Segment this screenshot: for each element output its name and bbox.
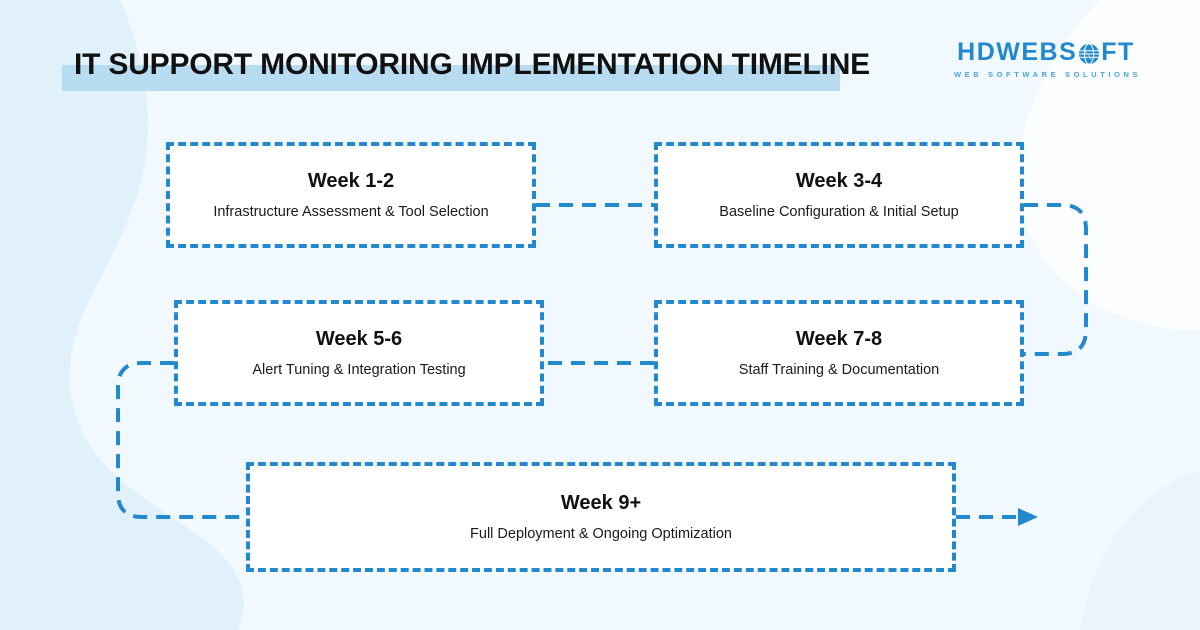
logo-wordmark: HDWEBS FT	[954, 40, 1138, 65]
timeline-step-period: Week 1-2	[307, 169, 395, 192]
logo-tagline: WEB SOFTWARE SOLUTIONS	[954, 70, 1142, 79]
timeline-step-3[interactable]: Week 5-6 Alert Tuning & Integration Test…	[174, 300, 544, 406]
timeline-step-1[interactable]: Week 1-2 Infrastructure Assessment & Too…	[166, 142, 536, 248]
timeline-step-5[interactable]: Week 9+ Full Deployment & Ongoing Optimi…	[246, 462, 956, 572]
timeline-step-period: Week 5-6	[315, 327, 403, 350]
logo-wordmark-part2: FT	[1101, 38, 1135, 66]
connector-step2-step4	[1024, 203, 1088, 356]
globe-icon	[1078, 42, 1100, 65]
title-text: IT SUPPORT MONITORING IMPLEMENTATION TIM…	[74, 48, 870, 81]
brand-logo: HDWEBS FT WEB SOFTWARE SOLUTIONS	[954, 40, 1142, 80]
timeline-step-period: Week 7-8	[795, 327, 883, 350]
title-highlight-band	[62, 65, 840, 91]
timeline-step-description: Full Deployment & Ongoing Optimization	[470, 525, 732, 542]
timeline-step-description: Infrastructure Assessment & Tool Selecti…	[213, 203, 489, 220]
logo-wordmark-part1: HDWEBS	[957, 38, 1078, 66]
timeline-step-description: Alert Tuning & Integration Testing	[252, 361, 466, 378]
timeline-step-period: Week 9+	[560, 491, 642, 514]
timeline-step-description: Baseline Configuration & Initial Setup	[719, 203, 959, 220]
timeline-step-period: Week 3-4	[795, 169, 883, 192]
timeline-step-2[interactable]: Week 3-4 Baseline Configuration & Initia…	[654, 142, 1024, 248]
page-title: IT SUPPORT MONITORING IMPLEMENTATION TIM…	[62, 40, 870, 91]
blob-bottomright-shape	[1080, 470, 1200, 630]
arrow-end-icon	[1018, 508, 1038, 526]
timeline-step-4[interactable]: Week 7-8 Staff Training & Documentation	[654, 300, 1024, 406]
timeline-step-description: Staff Training & Documentation	[738, 361, 940, 378]
